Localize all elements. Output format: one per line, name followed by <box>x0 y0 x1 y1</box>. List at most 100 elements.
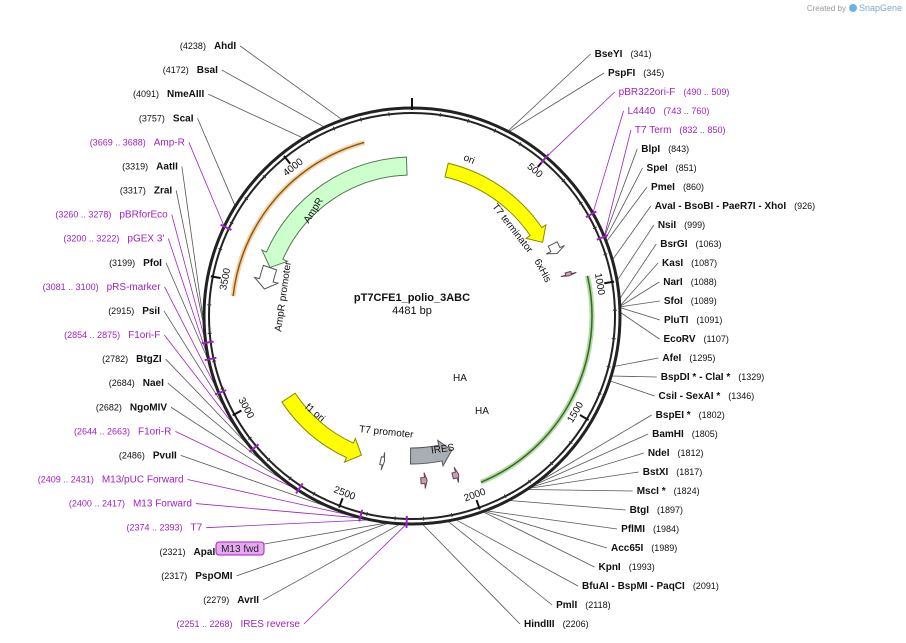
site-pmei[interactable]: PmeI(860) <box>651 182 704 193</box>
feature-ampr-9[interactable] <box>260 156 408 269</box>
primer-pbrforeco[interactable]: pBRforEco(3260 .. 3278) <box>55 210 168 221</box>
primer-f1ori-r[interactable]: F1ori-R(2644 .. 2663) <box>74 426 171 437</box>
primer-pbr322ori-f[interactable]: pBR322ori-F(490 .. 509) <box>619 87 730 98</box>
site-btgi[interactable]: BtgI(1897) <box>630 505 683 516</box>
site-kasi[interactable]: KasI(1087) <box>662 258 717 269</box>
feature-ires-5[interactable] <box>409 439 453 468</box>
site-name: SfoI <box>664 296 683 307</box>
feature-ampr-promoter-8[interactable] <box>253 264 280 290</box>
primer-f1ori-f[interactable]: F1ori-F(2854 .. 2875) <box>64 330 160 341</box>
site-pvuii[interactable]: PvuII(2486) <box>119 450 177 461</box>
primer-t7-term[interactable]: T7 Term(832 .. 850) <box>635 125 726 136</box>
feature-ha-4[interactable] <box>451 466 460 483</box>
minor-tick <box>262 174 267 179</box>
site-aatii[interactable]: AatII(3319) <box>122 161 178 172</box>
site-zrai[interactable]: ZraI(3317) <box>120 186 173 197</box>
minor-tick <box>603 253 608 256</box>
site-apai[interactable]: ApaI(2321) <box>160 547 216 558</box>
site-ndei[interactable]: NdeI(1812) <box>648 448 704 459</box>
site-avrii[interactable]: AvrII(2279) <box>203 595 259 606</box>
green-arc-glow <box>480 275 595 485</box>
primer-m13-puc-forward[interactable]: M13/pUC Forward(2409 .. 2431) <box>38 475 184 486</box>
site-bfuai-bspmi-paqci[interactable]: BfuAI - BspMI - PaqCI(2091) <box>582 581 719 592</box>
site-bspei[interactable]: BspEI *(1802) <box>656 410 725 421</box>
site-hindiii[interactable]: HindIII(2206) <box>524 619 589 630</box>
primer-prs-marker[interactable]: pRS-marker(3081 .. 3100) <box>43 282 162 293</box>
site-pmli[interactable]: PmlI(2118) <box>556 600 610 611</box>
site-nari[interactable]: NarI(1088) <box>663 277 716 288</box>
primer-l4440[interactable]: L4440(743 .. 760) <box>628 106 710 117</box>
site-ahdi[interactable]: AhdI(4238) <box>180 41 236 52</box>
label-connector <box>197 118 236 207</box>
site-name: pBR322ori-F <box>619 87 676 98</box>
primer-ires-reverse[interactable]: IRES reverse(2251 .. 2268) <box>176 619 300 630</box>
site-sfoi[interactable]: SfoI(1089) <box>664 296 717 307</box>
site-name: EcoRV <box>663 334 695 345</box>
primer-mark <box>248 443 260 453</box>
site-nmeaiii[interactable]: NmeAIII(4091) <box>133 89 204 100</box>
minor-tick <box>561 178 566 183</box>
site-ngomiv[interactable]: NgoMIV(2682) <box>96 402 168 413</box>
site-kpni[interactable]: KpnI(1993) <box>598 562 654 573</box>
site-spei[interactable]: SpeI(851) <box>647 163 697 174</box>
site-bsrgi[interactable]: BsrGI(1063) <box>660 239 721 250</box>
tick-label: 3500 <box>218 267 233 291</box>
primer-mark <box>540 153 550 164</box>
minor-tick <box>597 392 602 395</box>
backbone-inner-circle <box>208 112 616 520</box>
label-connector <box>619 300 660 308</box>
site-bseyi[interactable]: BseYI(341) <box>595 49 652 60</box>
site-psii[interactable]: PsiI(2915) <box>108 306 160 317</box>
site-bspdi-clai[interactable]: BspDI * - ClaI *(1329) <box>661 372 764 383</box>
site-pspomi[interactable]: PspOMI(2317) <box>161 571 232 582</box>
site-pluti[interactable]: PluTI(1091) <box>664 315 722 326</box>
site-nsii[interactable]: NsiI(999) <box>658 220 705 231</box>
tick-label: 2000 <box>463 486 488 504</box>
tick-label: 2500 <box>332 485 357 503</box>
feature-ha-3[interactable] <box>420 472 428 489</box>
site-position: (1295) <box>689 353 715 363</box>
site-position: (1993) <box>629 562 655 572</box>
primer-m13-forward[interactable]: M13 Forward(2400 .. 2417) <box>69 499 192 510</box>
feature-ori-0[interactable] <box>444 162 547 243</box>
site-position: (1824) <box>674 486 700 496</box>
primer-pgex-3[interactable]: pGEX 3'(3200 .. 3222) <box>63 234 164 245</box>
site-bamhi[interactable]: BamHI(1805) <box>652 429 718 440</box>
site-msci[interactable]: MscI *(1824) <box>637 486 700 497</box>
site-position: (1107) <box>704 334 729 344</box>
site-blpi[interactable]: BlpI(843) <box>641 144 689 155</box>
minor-tick <box>312 491 316 496</box>
site-name: PvuII <box>153 450 177 461</box>
label-connector <box>262 523 401 601</box>
feature-6xhis-2[interactable] <box>560 270 577 277</box>
site-pflmi[interactable]: PflMI(1984) <box>621 524 679 535</box>
site-naei[interactable]: NaeI(2684) <box>109 378 164 389</box>
site-acc65i[interactable]: Acc65I(1989) <box>611 543 677 554</box>
feature-t7-promoter-6[interactable] <box>379 452 386 471</box>
site-bstxi[interactable]: BstXI(1817) <box>643 467 703 478</box>
site-avai-bsobi-paer7i-xhoi[interactable]: AvaI - BsoBI - PaeR7I - XhoI(926) <box>655 201 815 212</box>
site-pfoi[interactable]: PfoI(3199) <box>109 258 162 269</box>
primer-amp-r[interactable]: Amp-R(3669 .. 3688) <box>90 137 185 148</box>
site-name: BspDI * - ClaI * <box>661 372 731 383</box>
site-name: Amp-R <box>154 137 185 148</box>
snapgene-credit: Created by SnapGene <box>807 3 902 13</box>
site-pspfi[interactable]: PspFI(345) <box>608 68 664 79</box>
site-btgzi[interactable]: BtgZI(2782) <box>102 354 162 365</box>
site-position: (1812) <box>677 448 703 458</box>
feature-t7-terminator-1[interactable] <box>546 241 565 255</box>
label-connector <box>508 72 605 133</box>
m13-fwd-box[interactable]: M13 fwd <box>215 541 265 556</box>
site-name: ApaI <box>194 547 216 558</box>
minor-tick <box>439 112 442 118</box>
label-connector <box>221 69 325 128</box>
site-position: (851) <box>676 163 697 173</box>
primer-t7[interactable]: T7(2374 .. 2393) <box>126 523 202 534</box>
site-bsai[interactable]: BsaI(4172) <box>163 65 218 76</box>
site-afei[interactable]: AfeI(1295) <box>662 353 715 364</box>
site-name: BspEI * <box>656 410 691 421</box>
feature-f1-ori-7[interactable] <box>281 392 363 464</box>
site-csii-sexai[interactable]: CsiI - SexAI *(1346) <box>659 391 755 402</box>
site-scai[interactable]: ScaI(3757) <box>139 113 194 124</box>
site-ecorv[interactable]: EcoRV (1107) <box>663 334 728 345</box>
